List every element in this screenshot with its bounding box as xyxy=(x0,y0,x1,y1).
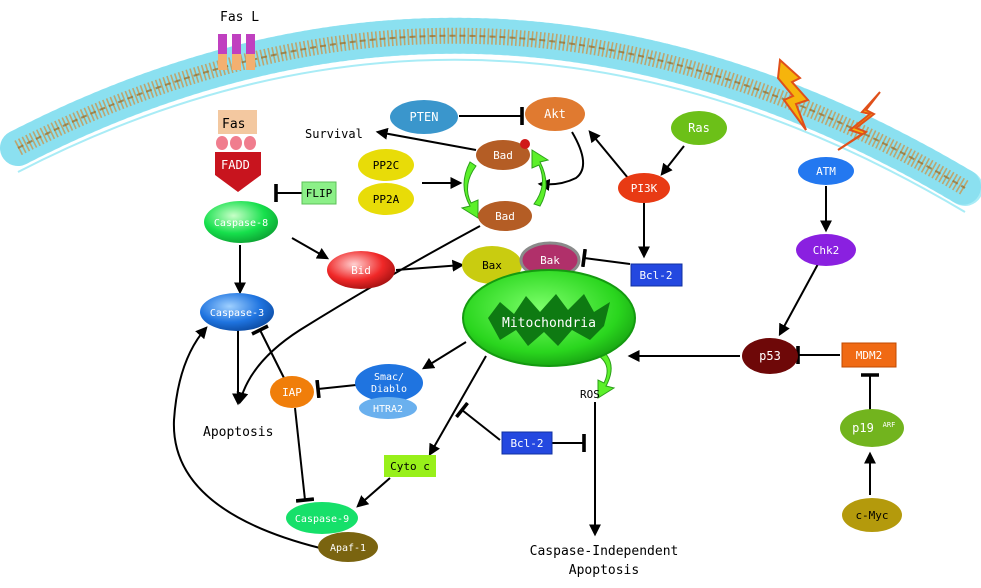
p19-sup-label: ARF xyxy=(883,421,896,429)
caspase8-label: Caspase-8 xyxy=(214,218,268,229)
bcl2-bottom-node: Bcl-2 xyxy=(501,431,553,455)
bax-node: Bax xyxy=(462,246,522,284)
flip-node: FLIP xyxy=(301,181,337,205)
pten-label: PTEN xyxy=(410,110,439,124)
p53-label: p53 xyxy=(759,349,781,363)
ras-node: Ras xyxy=(671,111,727,145)
mitochondria-label: Mitochondria xyxy=(502,316,596,331)
pp2c-label: PP2C xyxy=(373,159,400,172)
svg-text:p19: p19 xyxy=(852,421,874,435)
apaf1-label: Apaf-1 xyxy=(330,543,366,554)
caspase-independent-label: Caspase-Independent xyxy=(530,544,679,559)
flip-label: FLIP xyxy=(306,187,333,200)
cytoc-label: Cyto c xyxy=(390,460,430,473)
fasl-label: Fas L xyxy=(220,10,259,25)
fas-receptor xyxy=(216,110,257,150)
htra2-node: HTRA2 xyxy=(359,397,417,419)
bid-node: Bid xyxy=(327,251,395,289)
fas-label: Fas xyxy=(222,117,245,132)
chk2-label: Chk2 xyxy=(813,244,840,257)
pi3k-node: PI3K xyxy=(618,173,670,203)
akt-label: Akt xyxy=(544,107,566,121)
caspase-independent-apoptosis-label: Apoptosis xyxy=(569,563,639,578)
bad-top-label: Bad xyxy=(493,149,513,162)
smac-label: Smac/ xyxy=(374,372,404,383)
apoptosis-label: Apoptosis xyxy=(203,425,273,440)
mdm2-label: MDM2 xyxy=(856,349,883,362)
smac-diablo-node: Smac/ Diablo xyxy=(355,364,423,402)
cmyc-node: c-Myc xyxy=(842,498,902,532)
bad-cycle-arrows xyxy=(460,149,616,399)
bad-bottom-label: Bad xyxy=(495,210,515,223)
survival-label: Survival xyxy=(305,127,363,141)
caspase3-label: Caspase-3 xyxy=(210,308,264,319)
cmyc-label: c-Myc xyxy=(855,509,888,522)
p53-node: p53 xyxy=(742,338,798,374)
pp2a-node: PP2A xyxy=(358,183,414,215)
cell-membrane xyxy=(0,17,981,213)
bax-label: Bax xyxy=(482,259,502,272)
chk2-node: Chk2 xyxy=(796,234,856,266)
fas-ligand xyxy=(218,34,255,70)
cytoc-node: Cyto c xyxy=(384,455,436,477)
iap-node: IAP xyxy=(270,376,314,408)
mitochondria-node: Mitochondria xyxy=(462,269,636,367)
caspase9-node: Caspase-9 xyxy=(286,502,358,534)
fadd-label: FADD xyxy=(221,158,250,172)
caspase9-label: Caspase-9 xyxy=(295,514,349,525)
bcl2-bottom-label: Bcl-2 xyxy=(510,437,543,450)
pp2a-label: PP2A xyxy=(373,193,400,206)
ros-label: ROS xyxy=(580,388,600,401)
fadd-node: FADD xyxy=(215,152,261,192)
mdm2-node: MDM2 xyxy=(841,342,897,368)
apaf1-node: Apaf-1 xyxy=(318,532,378,562)
lightning-icon xyxy=(776,57,881,151)
bid-label: Bid xyxy=(351,264,371,277)
bcl2-top-node: Bcl-2 xyxy=(630,263,683,287)
caspase8-node: Caspase-8 xyxy=(204,201,278,243)
htra2-label: HTRA2 xyxy=(373,404,403,415)
pi3k-label: PI3K xyxy=(631,182,658,195)
p19-label: p19 xyxy=(852,421,874,435)
iap-label: IAP xyxy=(282,386,302,399)
bcl2-top-label: Bcl-2 xyxy=(639,269,672,282)
edges xyxy=(172,107,879,549)
akt-node: Akt xyxy=(525,97,585,131)
atm-node: ATM xyxy=(798,157,854,185)
caspase3-node: Caspase-3 xyxy=(200,293,274,331)
pten-node: PTEN xyxy=(390,100,458,134)
bad-top-node: Bad xyxy=(476,139,530,170)
ras-label: Ras xyxy=(688,121,710,135)
pp2c-node: PP2C xyxy=(358,149,414,181)
p19arf-node: p19 ARF xyxy=(840,409,904,447)
bad-bottom-node: Bad xyxy=(478,201,532,231)
bak-label: Bak xyxy=(540,254,560,267)
atm-label: ATM xyxy=(816,165,836,178)
diablo-label: Diablo xyxy=(371,384,407,395)
